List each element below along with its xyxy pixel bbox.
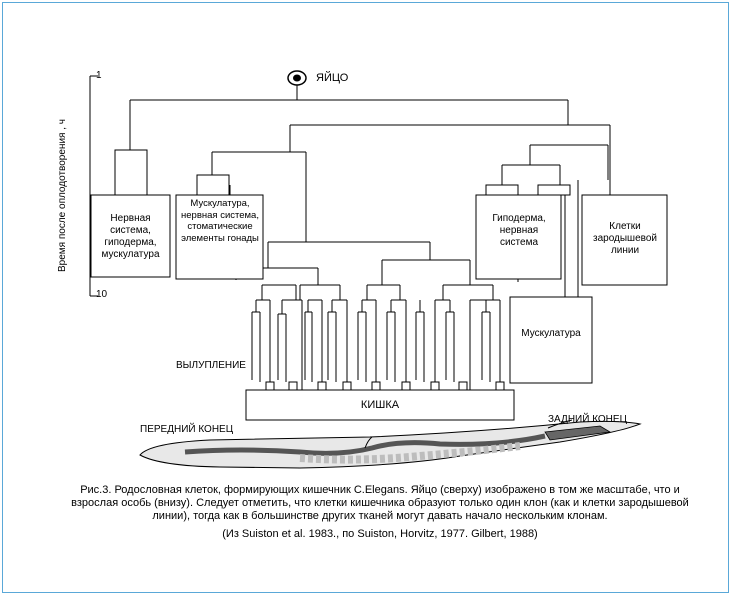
hatching-label: ВЫЛУПЛЕНИЕ xyxy=(176,360,246,371)
figure-caption: Рис.3. Родословная клеток, формирующих к… xyxy=(60,484,700,541)
lineage-lines xyxy=(114,85,611,390)
box-hypoderm-nerve: Гиподерма, нервная система xyxy=(492,213,546,248)
caption-source: (Из Suiston et al. 1983., по Suiston, Ho… xyxy=(222,528,538,540)
axis-title: Время после оплодотворения , ч xyxy=(57,119,68,272)
caption-text: Рис.3. Родословная клеток, формирующих к… xyxy=(71,484,689,522)
axis-tick-bottom: 10 xyxy=(96,289,108,300)
box-intestine: КИШКА xyxy=(360,399,400,411)
box-muscle-nerve-stomatic: Мускулатура, нервная система, стоматичес… xyxy=(181,198,259,244)
box-nerve-hypoderm-muscle: Нервная система, гиподерма, мускулатура xyxy=(101,213,160,260)
egg-label: ЯЙЦО xyxy=(316,72,349,84)
tissue-boxes xyxy=(90,194,668,421)
worm-illustration xyxy=(139,419,642,469)
anterior-end-label: ПЕРЕДНИЙ КОНЕЦ xyxy=(140,424,234,435)
box-germ-line: Клетки зародышевой линии xyxy=(592,221,657,256)
box-musculature: Мускулатура xyxy=(521,328,581,339)
axis-tick-top: 1 xyxy=(96,70,102,81)
posterior-end-label: ЗАДНИЙ КОНЕЦ xyxy=(548,414,627,425)
time-axis xyxy=(89,75,98,297)
egg-icon xyxy=(287,70,307,86)
